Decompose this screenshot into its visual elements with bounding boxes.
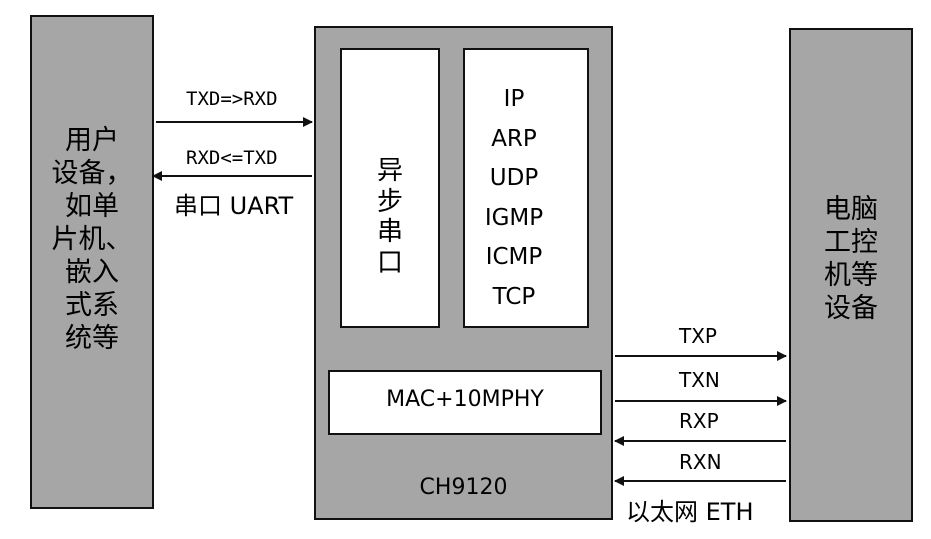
protocol-item: TCP xyxy=(492,283,536,310)
async-uart-char: 口 xyxy=(376,248,403,279)
user-device-box: 用户 设备， 如单 片机、 嵌入 式系 统等 xyxy=(30,15,154,509)
mac-phy-label: MAC+10MPHY xyxy=(386,387,544,412)
async-uart-char: 异 xyxy=(376,156,403,186)
user-device-label: 用户 设备， 如单 片机、 嵌入 式系 统等 xyxy=(32,125,152,356)
protocol-item: ARP xyxy=(491,125,537,152)
eth-signal-label: TXN xyxy=(679,368,720,392)
eth-caption: 以太网 ETH xyxy=(626,498,754,526)
pc-device-line: 工控 xyxy=(824,226,878,258)
async-uart-block: 异 步 串 口 xyxy=(340,48,440,328)
pc-device-line: 机等 xyxy=(824,259,878,291)
eth-signal-label: RXP xyxy=(679,409,719,433)
user-device-line: 如单 xyxy=(65,190,119,222)
protocol-item: UDP xyxy=(489,165,539,192)
uart-caption: 串口 UART xyxy=(174,192,294,220)
user-device-line: 式系 xyxy=(65,289,119,321)
pc-device-line: 设备 xyxy=(824,292,878,324)
uart-tx-label: TXD=>RXD xyxy=(186,88,278,110)
mac-phy-block: MAC+10MPHY xyxy=(328,370,602,435)
uart-rx-label: RXD<=TXD xyxy=(186,147,278,169)
eth-signal-label: TXP xyxy=(679,324,717,348)
pc-device-label: 电脑 工控 机等 设备 xyxy=(791,194,911,326)
user-device-line: 统等 xyxy=(65,322,119,354)
protocol-list: IP ARP UDP IGMP ICMP TCP xyxy=(465,80,563,318)
user-device-line: 用户 xyxy=(65,125,119,156)
async-uart-char: 串 xyxy=(376,217,403,248)
user-device-line: 嵌入 xyxy=(65,256,119,288)
chip-name: CH9120 xyxy=(419,475,508,500)
eth-signal-label: RXN xyxy=(679,450,722,474)
protocol-item: IP xyxy=(503,86,525,112)
async-uart-char: 步 xyxy=(376,186,403,217)
pc-device-line: 电脑 xyxy=(824,194,878,225)
pc-device-box: 电脑 工控 机等 设备 xyxy=(789,28,913,522)
ch9120-chip-box: 异 步 串 口 IP ARP UDP IGMP ICMP TCP MAC+10M… xyxy=(314,26,613,520)
protocol-item: IGMP xyxy=(484,204,544,231)
protocol-item: ICMP xyxy=(485,244,543,271)
user-device-line: 片机、 xyxy=(51,223,133,255)
async-uart-label: 异 步 串 口 xyxy=(342,156,438,279)
user-device-line: 设备， xyxy=(51,157,133,189)
protocol-stack-block: IP ARP UDP IGMP ICMP TCP xyxy=(463,48,589,328)
